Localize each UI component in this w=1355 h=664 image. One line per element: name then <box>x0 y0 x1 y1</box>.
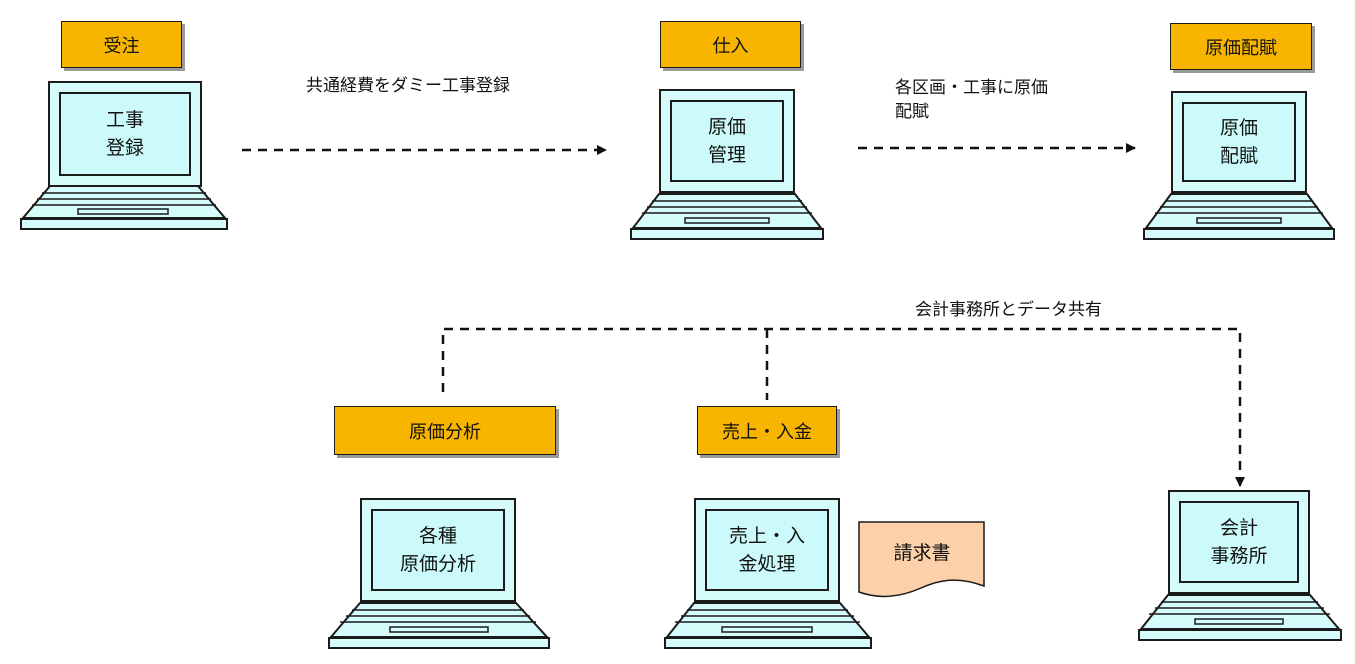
header-sales: 売上・入金 <box>697 406 837 455</box>
laptop-accounting: 会計 事務所 <box>1138 490 1342 642</box>
header-analysis: 原価分析 <box>334 406 556 455</box>
header-purchase: 仕入 <box>660 21 801 68</box>
laptop-allocation: 原価 配賦 <box>1143 91 1335 241</box>
screen-analysis: 各種 原価分析 <box>371 509 505 591</box>
screen-order: 工事 登録 <box>59 92 191 176</box>
note-share: 会計事務所とデータ共有 <box>915 300 1102 320</box>
laptop-order: 工事 登録 <box>20 81 228 231</box>
laptop-analysis: 各種 原価分析 <box>328 498 550 650</box>
keyboard <box>1138 594 1342 641</box>
note-allocate: 各区画・工事に原価 配賦 <box>895 78 1048 122</box>
invoice-document: 請求書 <box>857 520 987 602</box>
keyboard <box>20 185 228 230</box>
laptop-sales: 売上・入 金処理 <box>664 498 872 650</box>
keyboard <box>630 193 824 240</box>
document-icon <box>858 521 985 598</box>
screen-purchase: 原価 管理 <box>670 100 784 182</box>
header-allocation: 原価配賦 <box>1170 23 1312 70</box>
keyboard <box>664 602 872 649</box>
screen-accounting: 会計 事務所 <box>1179 501 1299 583</box>
share-line <box>441 327 1245 487</box>
note-dummy-register: 共通経費をダミー工事登録 <box>306 76 510 96</box>
screen-allocation: 原価 配賦 <box>1182 102 1296 182</box>
screen-sales: 売上・入 金処理 <box>705 509 829 591</box>
keyboard <box>1143 193 1335 240</box>
keyboard <box>328 602 550 649</box>
invoice-label: 請求書 <box>893 541 951 564</box>
header-order: 受注 <box>61 21 182 68</box>
laptop-purchase: 原価 管理 <box>630 89 824 241</box>
